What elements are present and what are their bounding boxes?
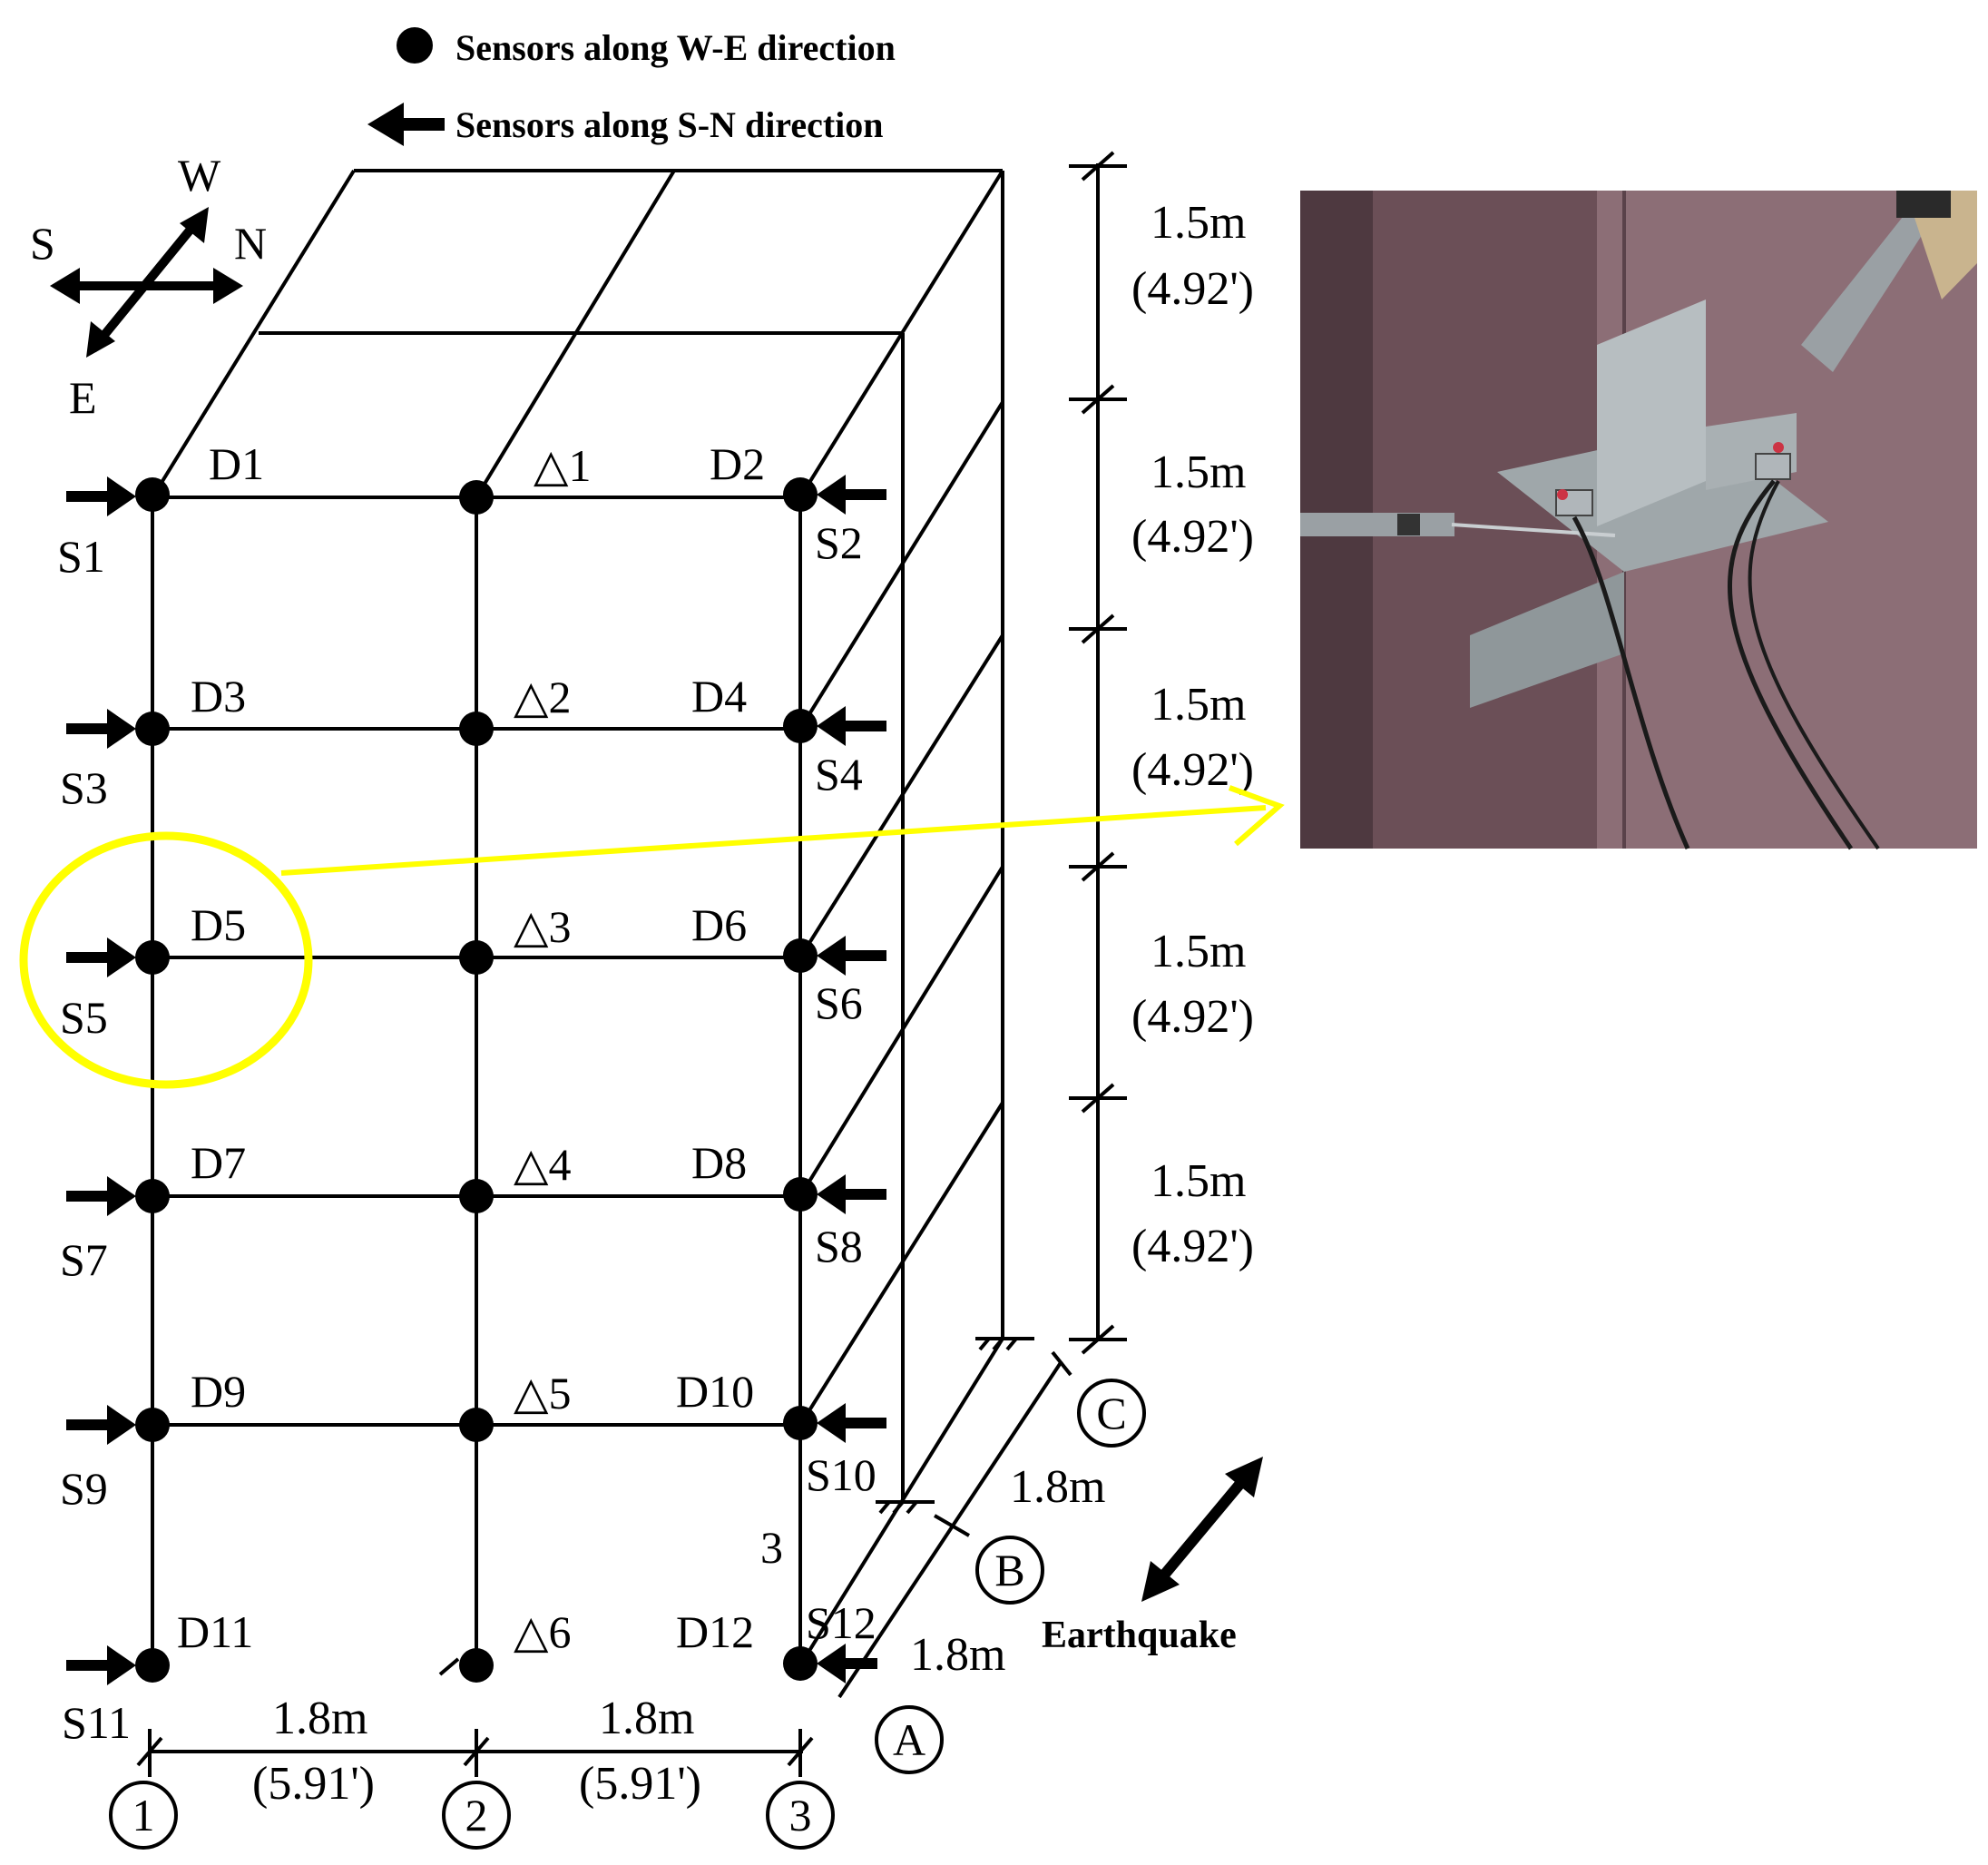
arrow-left-icon (817, 1174, 886, 1214)
legend-sn-label: Sensors along S-N direction (455, 104, 884, 145)
d-labels: D1 D2 D3 D4 D5 D6 D7 D8 D9 D10 D11 D12 (177, 438, 765, 1657)
s-label: S1 (57, 531, 105, 582)
arrow-right-icon (66, 937, 136, 977)
compass-n: N (234, 218, 267, 269)
story-height-ft: (4.92') (1131, 511, 1254, 563)
grid-letter: A (893, 1714, 925, 1765)
arrow-right-icon (66, 476, 136, 516)
triangle-label: △2 (514, 672, 571, 722)
grid-number: 2 (465, 1790, 488, 1840)
arrow-left-icon (817, 1644, 877, 1683)
story-height: 1.5m (1151, 447, 1246, 498)
legend-we-label: Sensors along W-E direction (455, 27, 896, 68)
s-label: S9 (60, 1463, 108, 1514)
d-label: D8 (691, 1137, 747, 1188)
depth-dim: 1.8m (910, 1629, 1005, 1681)
s-label: S11 (62, 1697, 131, 1748)
story-height-ft: (4.92') (1131, 1221, 1254, 1272)
sn-arrows (66, 475, 886, 1685)
grid-letter: B (994, 1545, 1024, 1595)
earthquake-arrow: Earthquake (1042, 1457, 1263, 1656)
story-height-ft: (4.92') (1131, 991, 1254, 1043)
s-label: S6 (815, 977, 863, 1028)
arrow-up-right-icon (1225, 1457, 1263, 1497)
arrow-left-icon (817, 1403, 886, 1443)
grid-letters: A B C 1.8m 1.8m (875, 1379, 1146, 1774)
d-label: D12 (676, 1606, 754, 1657)
d-label: D11 (177, 1606, 253, 1657)
bay-width-ft: (5.91') (252, 1758, 375, 1810)
d-label: D10 (676, 1366, 754, 1417)
compass-e: E (69, 372, 97, 423)
grid-number: 1 (132, 1790, 155, 1840)
grid-number: 3 (789, 1790, 812, 1840)
sensor-dots (135, 477, 818, 1683)
grid-numbers: 1 2 3 (109, 1781, 835, 1850)
bay-width: 1.8m (272, 1693, 367, 1744)
triangle-label: △3 (514, 901, 571, 952)
s-label: S10 (806, 1449, 876, 1500)
legend: Sensors along W-E direction Sensors alon… (367, 27, 896, 146)
mid-labels: △1 △2 △3 △4 △5 △6 3 (514, 440, 783, 1657)
arrow-left-icon (817, 706, 886, 746)
arrow-right-icon (66, 1645, 136, 1685)
arrow-east-icon (86, 321, 115, 358)
highlight-ellipse (19, 831, 313, 1089)
story-dimensions: 1.5m (4.92') 1.5m (4.92') 1.5m (4.92') 1… (1069, 151, 1254, 1355)
sensor-photo (1300, 191, 1977, 850)
s-label: S7 (60, 1234, 108, 1285)
bay-width-ft: (5.91') (579, 1758, 701, 1810)
highlight-callout (19, 785, 1285, 1089)
callout-arrowhead-icon (1228, 785, 1285, 847)
arrow-left-icon (817, 936, 886, 976)
d-label: D2 (710, 438, 765, 489)
compass: W S N E (30, 150, 267, 423)
triangle-label: △6 (514, 1606, 571, 1657)
stray-label: 3 (760, 1522, 783, 1573)
arrow-right-icon (66, 709, 136, 749)
compass-s: S (30, 218, 55, 269)
arrow-right-icon (66, 1176, 136, 1216)
frame-structure (151, 169, 1072, 1699)
arrow-left-icon (817, 475, 886, 515)
legend-dot-icon (397, 27, 433, 64)
legend-arrow-icon (367, 103, 445, 146)
arrow-right-icon (66, 1405, 136, 1445)
story-height: 1.5m (1151, 926, 1246, 977)
d-label: D6 (691, 899, 747, 950)
depth-dim: 1.8m (1010, 1461, 1105, 1513)
story-height: 1.5m (1151, 197, 1246, 249)
d-label: D3 (191, 671, 246, 721)
triangle-label: △1 (534, 440, 591, 491)
s-label: S2 (815, 517, 863, 568)
s-label: S4 (815, 749, 863, 800)
story-height: 1.5m (1151, 1155, 1246, 1207)
bay-width: 1.8m (599, 1693, 694, 1744)
arrow-west-icon (180, 207, 209, 243)
arrow-north-icon (213, 268, 243, 304)
s-label: S12 (806, 1597, 876, 1648)
d-label: D5 (191, 899, 246, 950)
bay-dimensions: 1.8m (5.91') 1.8m (5.91') (136, 1693, 814, 1810)
story-height-ft: (4.92') (1131, 263, 1254, 315)
arrow-south-icon (50, 268, 80, 304)
s-label: S5 (60, 992, 108, 1043)
triangle-label: △5 (514, 1368, 571, 1418)
d-label: D1 (209, 438, 264, 489)
d-label: D9 (191, 1366, 246, 1417)
arrow-down-left-icon (1141, 1561, 1180, 1602)
d-label: D7 (191, 1137, 246, 1188)
compass-w: W (178, 150, 221, 201)
triangle-label: △4 (514, 1139, 571, 1190)
grid-letter: C (1096, 1388, 1126, 1438)
story-height: 1.5m (1151, 679, 1246, 731)
d-label: D4 (691, 671, 747, 721)
s-label: S8 (815, 1221, 863, 1271)
earthquake-label: Earthquake (1042, 1615, 1237, 1656)
s-labels: S1 S2 S3 S4 S5 S6 S7 S8 S9 S10 S11 S12 (57, 517, 876, 1748)
s-label: S3 (60, 762, 108, 813)
